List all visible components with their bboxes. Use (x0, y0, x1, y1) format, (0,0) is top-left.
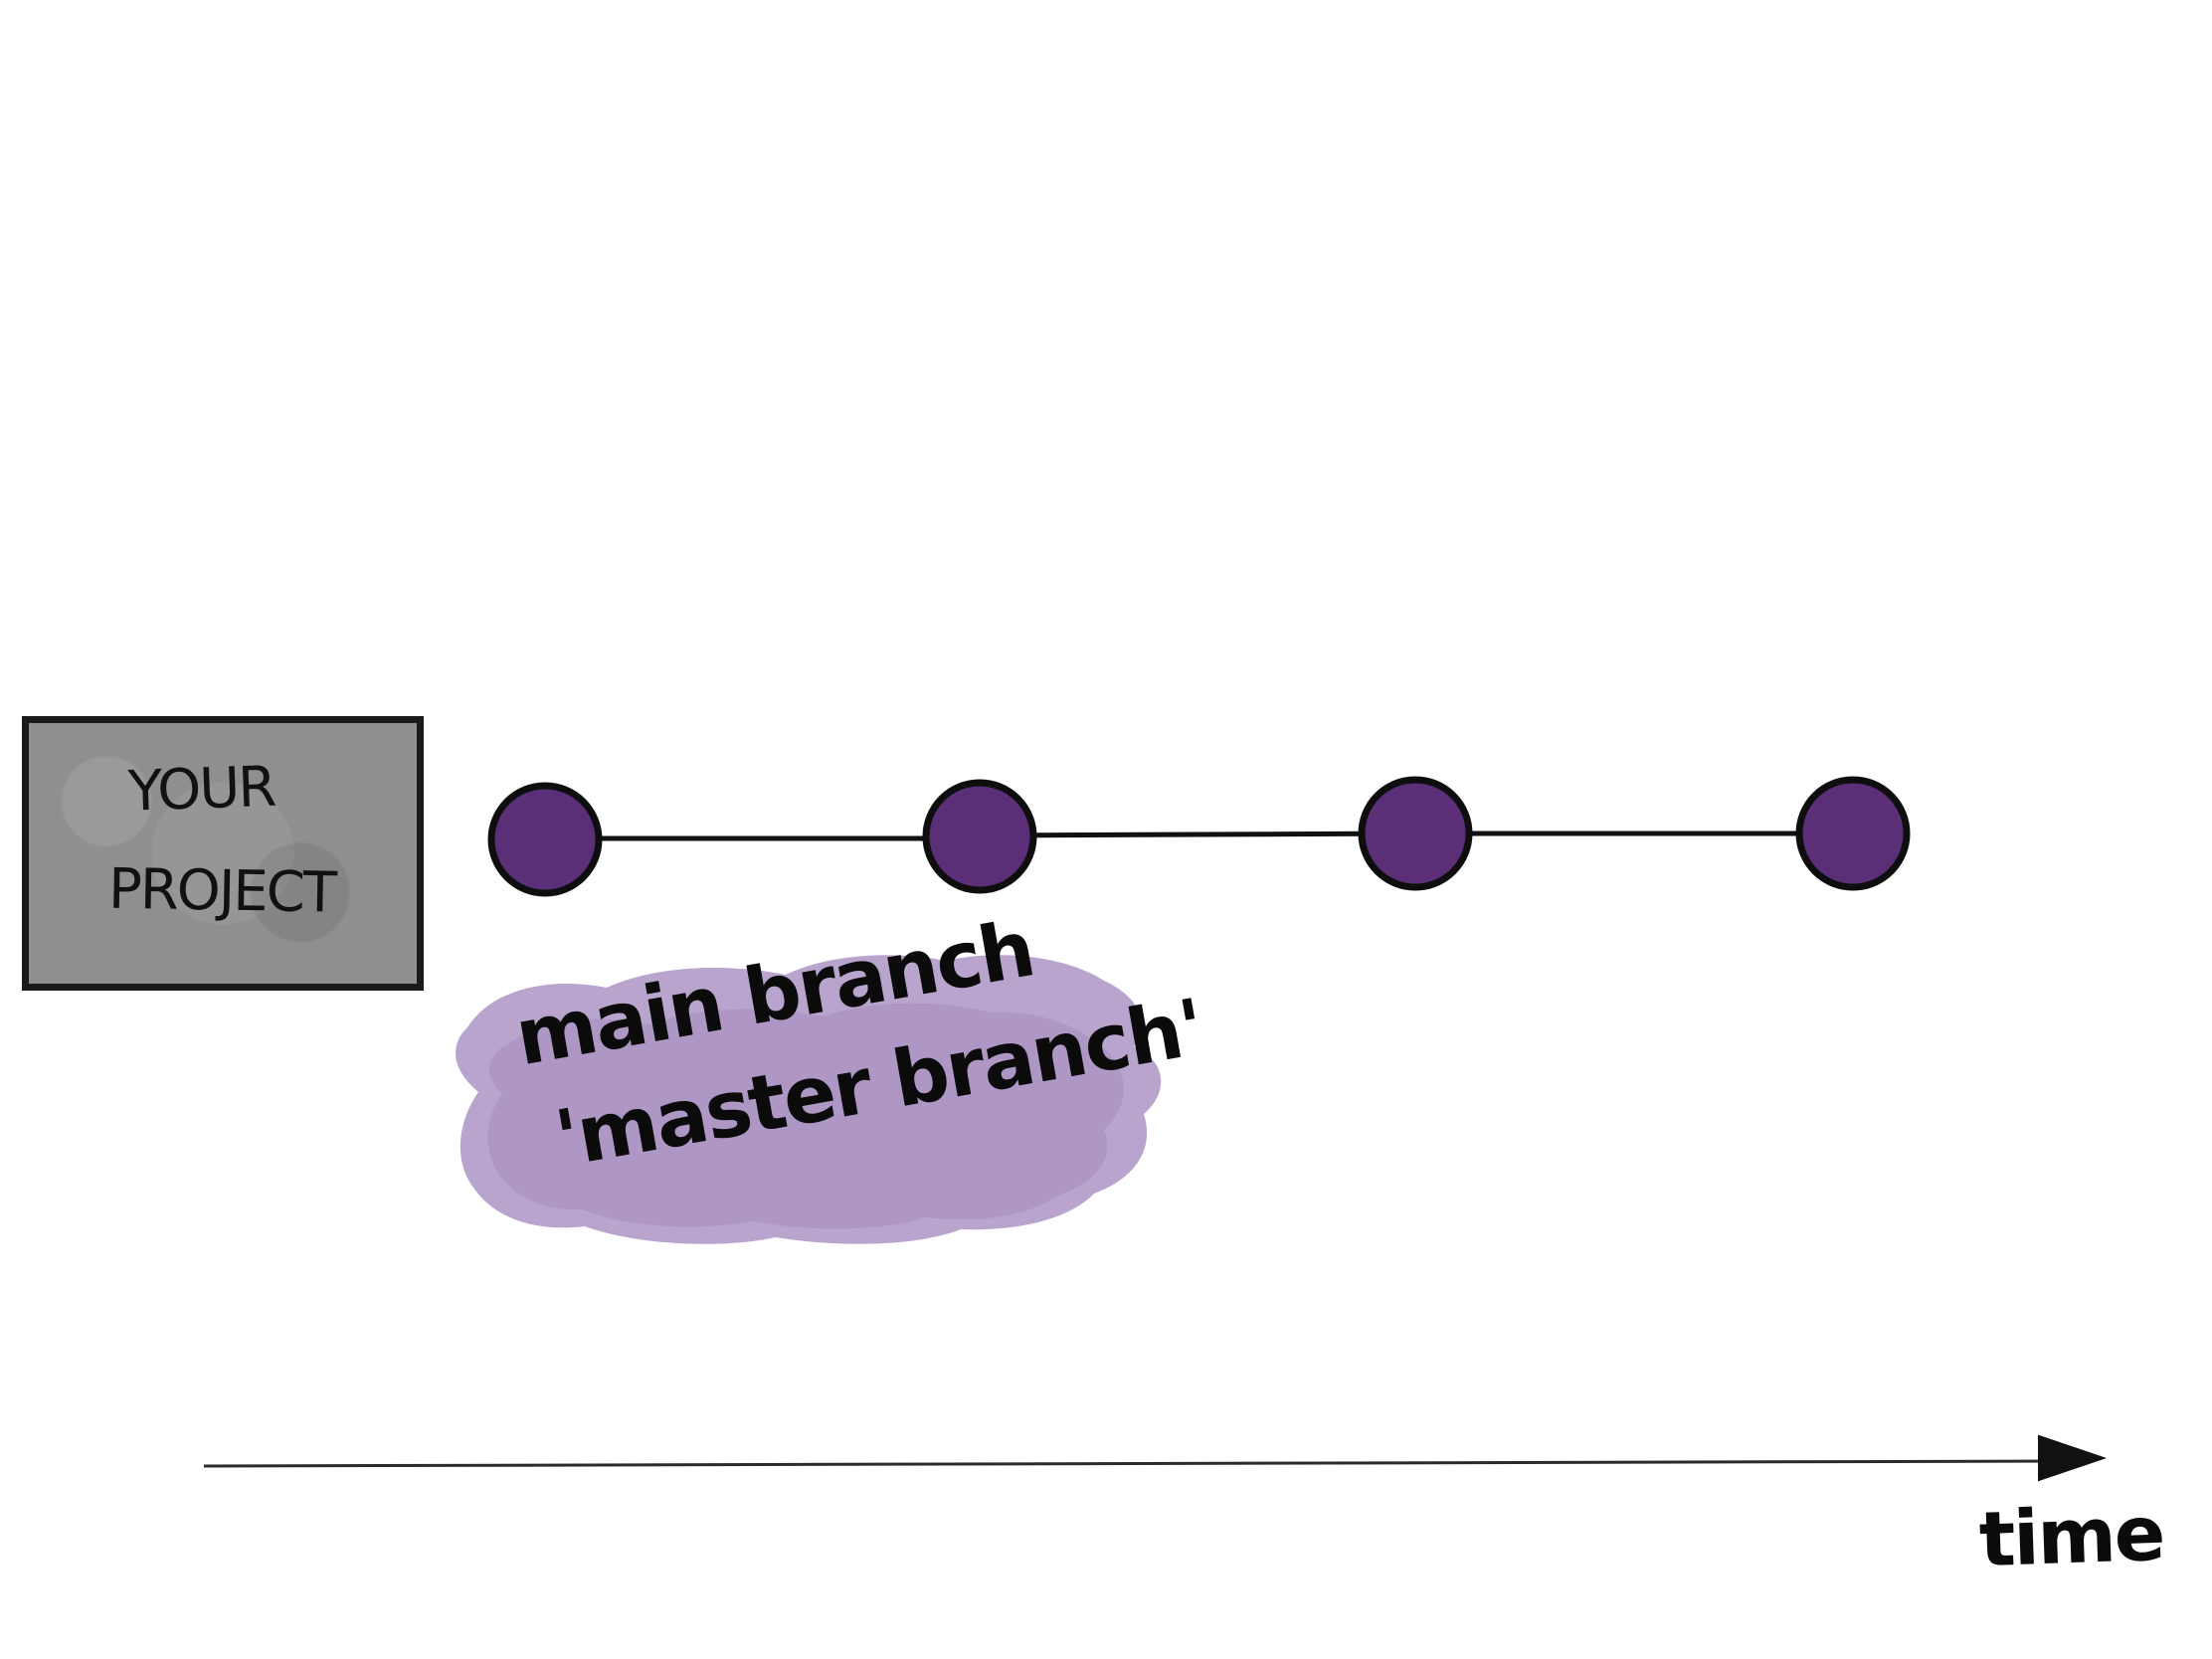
project-box-line-1: YOUR (126, 754, 276, 825)
commit-node-4[interactable] (1795, 776, 1911, 891)
timeline-segment-2 (979, 830, 1416, 838)
time-axis-label: time (1977, 1488, 2165, 1584)
commit-node-3[interactable] (1358, 776, 1473, 891)
branch-label-wash (456, 955, 1162, 1244)
time-axis-line (203, 1459, 2072, 1468)
commit-node-1[interactable] (487, 782, 603, 897)
commit-node-2[interactable] (922, 779, 1037, 894)
project-box: YOUR PROJECT (22, 716, 424, 991)
time-axis-arrowhead (2038, 1434, 2108, 1482)
project-box-line-2: PROJECT (107, 856, 336, 926)
branch-label: main branch 'master branch' (448, 904, 1209, 1261)
